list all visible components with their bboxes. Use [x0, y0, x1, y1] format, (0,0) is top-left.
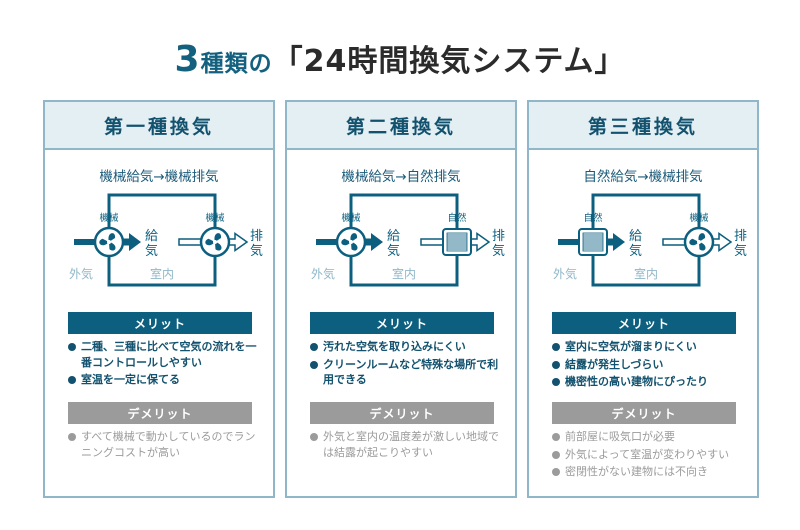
exhaust-label-1: 排	[734, 229, 747, 244]
fan-icon	[199, 226, 231, 258]
supply-label-2: 気	[629, 243, 642, 259]
outside-air-label: 外気	[311, 266, 335, 281]
exhaust-pipe	[420, 238, 444, 246]
supply-device-label: 機械	[99, 212, 119, 224]
supply-label-1: 給	[387, 229, 400, 244]
flow-description: 機械給気→自然排気	[341, 169, 461, 185]
fan-icon	[335, 226, 367, 258]
title-prefix: 種類の	[200, 51, 273, 77]
exhaust-pipe	[178, 238, 202, 246]
room-outline	[349, 193, 459, 287]
flow-description: 機械給気→機械排気	[99, 169, 219, 185]
supply-label-1: 給	[145, 229, 158, 244]
vent-icon	[442, 228, 472, 256]
supply-label-2: 気	[145, 243, 158, 259]
merit-item: クリーンルームなど特殊な場所で利用できる	[309, 357, 504, 388]
ventilation-panel: 第一種換気 機械給気→機械排気 機械 機械 給 気 排 気 外気 室内 メリット	[43, 100, 275, 498]
exhaust-arrow-icon	[470, 232, 491, 252]
demerit-header: デメリット	[68, 402, 252, 424]
indoor-label: 室内	[392, 266, 416, 281]
merit-item: 室内に空気が溜まりにくい	[551, 339, 746, 355]
merit-header: メリット	[68, 312, 252, 334]
intake-pipe	[74, 239, 96, 245]
exhaust-label-2: 気	[250, 243, 263, 259]
exhaust-label-2: 気	[734, 243, 747, 259]
merit-list: 汚れた空気を取り込みにくいクリーンルームなど特殊な場所で利用できる	[309, 339, 504, 390]
exhaust-label-2: 気	[492, 243, 505, 259]
supply-arrow-icon	[607, 233, 625, 251]
supply-label-1: 給	[629, 229, 642, 244]
exhaust-device-label: 自然	[447, 212, 467, 224]
room-outline	[591, 193, 701, 287]
merit-header: メリット	[552, 312, 736, 334]
merit-list: 室内に空気が溜まりにくい結露が発生しづらい機密性の高い建物にぴったり	[551, 339, 746, 392]
flow-description: 自然給気→機械排気	[583, 169, 703, 185]
merit-item: 室温を一定に保てる	[67, 372, 262, 388]
room-outline	[107, 193, 217, 287]
intake-pipe	[316, 239, 338, 245]
supply-label-2: 気	[387, 243, 400, 259]
exhaust-arrow-icon	[228, 232, 249, 252]
fan-icon	[93, 226, 125, 258]
demerit-item: 外気によって室温が変わりやすい	[551, 447, 746, 463]
title-number: 3	[174, 39, 201, 80]
supply-arrow-icon	[365, 233, 383, 251]
exhaust-device-label: 機械	[205, 212, 225, 224]
demerit-header: デメリット	[552, 402, 736, 424]
merit-item: 汚れた空気を取り込みにくい	[309, 339, 504, 355]
exhaust-label-1: 排	[492, 229, 505, 244]
merit-list: 二種、三種に比べて空気の流れを一番コントロールしやすい室温を一定に保てる	[67, 339, 262, 390]
exhaust-device-label: 機械	[689, 212, 709, 224]
demerit-list: すべて機械で動かしているのでランニングコストが高い	[67, 429, 262, 462]
supply-device-label: 機械	[341, 212, 361, 224]
panel-header: 第二種換気	[287, 102, 515, 150]
demerit-item: すべて機械で動かしているのでランニングコストが高い	[67, 429, 262, 460]
exhaust-arrow-icon	[712, 232, 733, 252]
merit-header: メリット	[310, 312, 494, 334]
vent-icon	[578, 228, 608, 256]
merit-item: 二種、三種に比べて空気の流れを一番コントロールしやすい	[67, 339, 262, 370]
merit-item: 結露が発生しづらい	[551, 357, 746, 373]
demerit-item: 密閉性がない建物には不向き	[551, 464, 746, 480]
outside-air-label: 外気	[69, 266, 93, 281]
panel-header: 第三種換気	[529, 102, 757, 150]
indoor-label: 室内	[634, 266, 658, 281]
panel-header: 第一種換気	[45, 102, 273, 150]
intake-pipe	[558, 239, 580, 245]
indoor-label: 室内	[150, 266, 174, 281]
demerit-list: 外気と室内の温度差が激しい地域では結露が起こりやすい	[309, 429, 504, 462]
demerit-header: デメリット	[310, 402, 494, 424]
demerit-list: 前部屋に吸気口が必要外気によって室温が変わりやすい密閉性がない建物には不向き	[551, 429, 746, 482]
ventilation-panel: 第三種換気 自然給気→機械排気 自然 機械 給 気 排 気 外気 室内 メリット	[527, 100, 759, 498]
ventilation-diagram: 機械 自然 給 気 排 気 外気 室内	[311, 193, 505, 287]
supply-device-label: 自然	[583, 212, 603, 224]
supply-arrow-icon	[123, 233, 141, 251]
merit-item: 機密性の高い建物にぴったり	[551, 374, 746, 390]
exhaust-pipe	[662, 238, 686, 246]
ventilation-panel: 第二種換気 機械給気→自然排気 機械 自然 給 気 排 気 外気 室内 メリット	[285, 100, 517, 498]
demerit-item: 外気と室内の温度差が激しい地域では結露が起こりやすい	[309, 429, 504, 460]
ventilation-diagram: 機械 機械 給 気 排 気 外気 室内	[69, 193, 263, 287]
fan-icon	[683, 226, 715, 258]
demerit-item: 前部屋に吸気口が必要	[551, 429, 746, 445]
title-main: 「24時間換気システム」	[272, 44, 626, 79]
page-title: 3種類の「24時間換気システム」	[0, 36, 800, 80]
exhaust-label-1: 排	[250, 229, 263, 244]
ventilation-diagram: 自然 機械 給 気 排 気 外気 室内	[553, 193, 747, 287]
outside-air-label: 外気	[553, 266, 577, 281]
